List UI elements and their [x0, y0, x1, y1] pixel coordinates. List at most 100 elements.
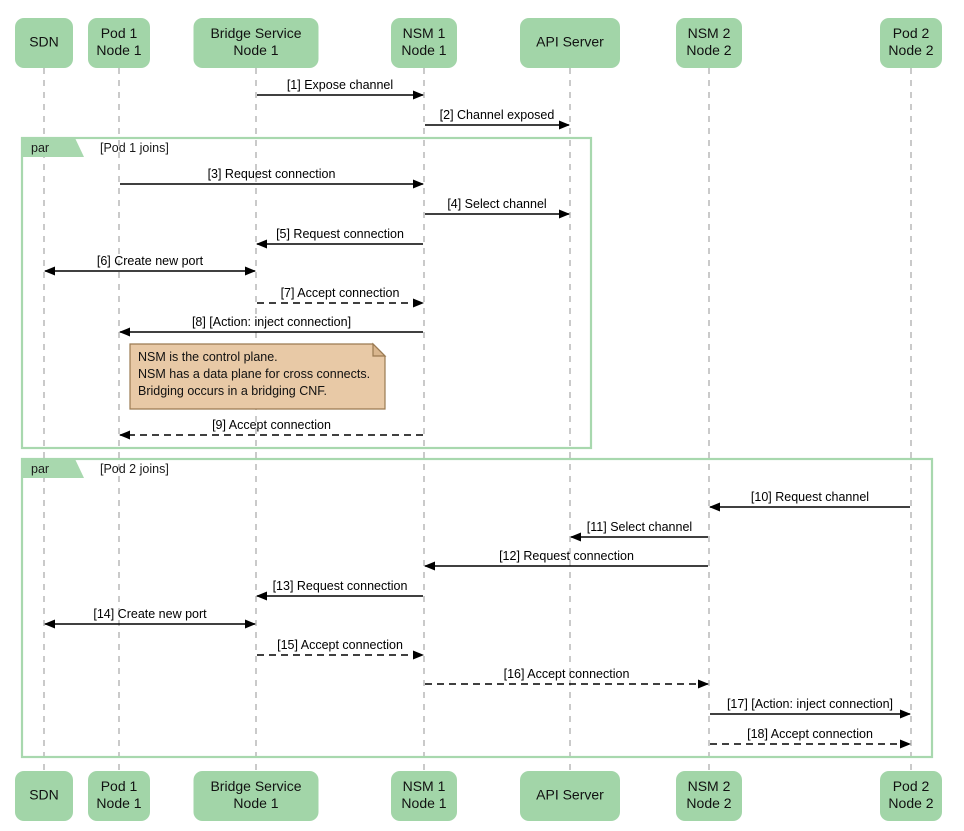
- participant-sdn-foot[interactable]: SDN: [15, 771, 73, 821]
- message-12: [12] Request connection: [424, 549, 708, 571]
- combined-fragment-par-pod2: par [Pod 2 joins]: [20, 457, 934, 759]
- participant-label: Pod 2: [893, 778, 930, 794]
- message-label: [2] Channel exposed: [440, 108, 555, 122]
- participant-label: API Server: [536, 787, 604, 803]
- fragment-operator-label: par: [31, 462, 49, 476]
- notes-layer: NSM is the control plane.NSM has a data …: [129, 342, 387, 410]
- participant-label: NSM 2: [688, 778, 731, 794]
- message-14: [14] Create new port: [44, 607, 256, 629]
- participant-label: NSM 1: [403, 778, 446, 794]
- participant-box[interactable]: [88, 18, 150, 68]
- message-10: [10] Request channel: [709, 490, 910, 512]
- participant-label: Node 2: [686, 42, 731, 58]
- participant-box[interactable]: [15, 771, 73, 821]
- message-label: [11] Select channel: [587, 520, 692, 534]
- participant-api-head[interactable]: API Server: [520, 18, 620, 68]
- fragment-operator-tab: [22, 138, 84, 157]
- participant-box[interactable]: [520, 771, 620, 821]
- participant-label: SDN: [29, 34, 59, 50]
- participant-label: Node 2: [888, 795, 933, 811]
- participant-box[interactable]: [193, 18, 319, 68]
- fragment-border: [20, 457, 934, 759]
- message-11: [11] Select channel: [570, 520, 708, 542]
- note-nsm-note: NSM is the control plane.NSM has a data …: [129, 342, 387, 410]
- message-label: [15] Accept connection: [277, 638, 403, 652]
- message-label: [10] Request channel: [751, 490, 869, 504]
- message-label: [17] [Action: inject connection]: [727, 697, 893, 711]
- message-label: [9] Accept connection: [212, 418, 331, 432]
- note-fold-corner: [372, 342, 387, 357]
- message-label: [5] Request connection: [276, 227, 404, 241]
- message-label: [7] Accept connection: [281, 286, 400, 300]
- message-label: [16] Accept connection: [504, 667, 630, 681]
- participant-box[interactable]: [676, 771, 742, 821]
- participant-label: NSM 1: [403, 25, 446, 41]
- message-6: [6] Create new port: [44, 254, 256, 276]
- note-text-line: NSM is the control plane.: [138, 350, 278, 364]
- participant-label: Node 1: [401, 42, 446, 58]
- participant-box[interactable]: [676, 18, 742, 68]
- participant-box[interactable]: [880, 18, 942, 68]
- fragment-guard-label: [Pod 1 joins]: [100, 141, 169, 155]
- participant-box[interactable]: [193, 771, 319, 821]
- participant-box[interactable]: [88, 771, 150, 821]
- message-5: [5] Request connection: [256, 227, 423, 249]
- lifelines-layer: [43, 68, 912, 771]
- message-label: [18] Accept connection: [747, 727, 873, 741]
- fragment-border: [20, 136, 593, 450]
- participant-label: Node 1: [401, 795, 446, 811]
- note-text-line: Bridging occurs in a bridging CNF.: [138, 384, 327, 398]
- participant-label: Pod 2: [893, 25, 930, 41]
- message-1: [1] Expose channel: [257, 78, 424, 100]
- message-17: [17] [Action: inject connection]: [710, 697, 911, 719]
- participant-sdn-head[interactable]: SDN: [15, 18, 73, 68]
- participant-box[interactable]: [520, 18, 620, 68]
- participant-box[interactable]: [15, 18, 73, 68]
- participant-label: Pod 1: [101, 778, 138, 794]
- participant-label: Node 1: [233, 795, 278, 811]
- message-label: [6] Create new port: [97, 254, 204, 268]
- message-18: [18] Accept connection: [710, 727, 911, 749]
- fragment-operator-label: par: [31, 141, 49, 155]
- participant-box[interactable]: [391, 771, 457, 821]
- message-label: [14] Create new port: [93, 607, 207, 621]
- message-label: [4] Select channel: [447, 197, 546, 211]
- participant-label: Bridge Service: [210, 778, 301, 794]
- message-label: [13] Request connection: [273, 579, 408, 593]
- message-7: [7] Accept connection: [257, 286, 424, 308]
- message-16: [16] Accept connection: [425, 667, 709, 689]
- participant-label: Node 2: [888, 42, 933, 58]
- participant-label: Node 1: [233, 42, 278, 58]
- participant-label: Pod 1: [101, 25, 138, 41]
- participant-label: Bridge Service: [210, 25, 301, 41]
- message-13: [13] Request connection: [256, 579, 423, 601]
- message-label: [3] Request connection: [208, 167, 336, 181]
- participant-label: API Server: [536, 34, 604, 50]
- participant-box[interactable]: [880, 771, 942, 821]
- message-label: [12] Request connection: [499, 549, 634, 563]
- participant-label: Node 2: [686, 795, 731, 811]
- participant-api-foot[interactable]: API Server: [520, 771, 620, 821]
- participant-label: Node 1: [96, 795, 141, 811]
- fragment-operator-tab: [22, 459, 84, 478]
- message-label: [8] [Action: inject connection]: [192, 315, 351, 329]
- note-body: [129, 343, 386, 410]
- participant-label: NSM 2: [688, 25, 731, 41]
- message-label: [1] Expose channel: [287, 78, 393, 92]
- participant-box[interactable]: [391, 18, 457, 68]
- message-15: [15] Accept connection: [257, 638, 424, 660]
- participant-label: Node 1: [96, 42, 141, 58]
- fragment-guard-label: [Pod 2 joins]: [100, 462, 169, 476]
